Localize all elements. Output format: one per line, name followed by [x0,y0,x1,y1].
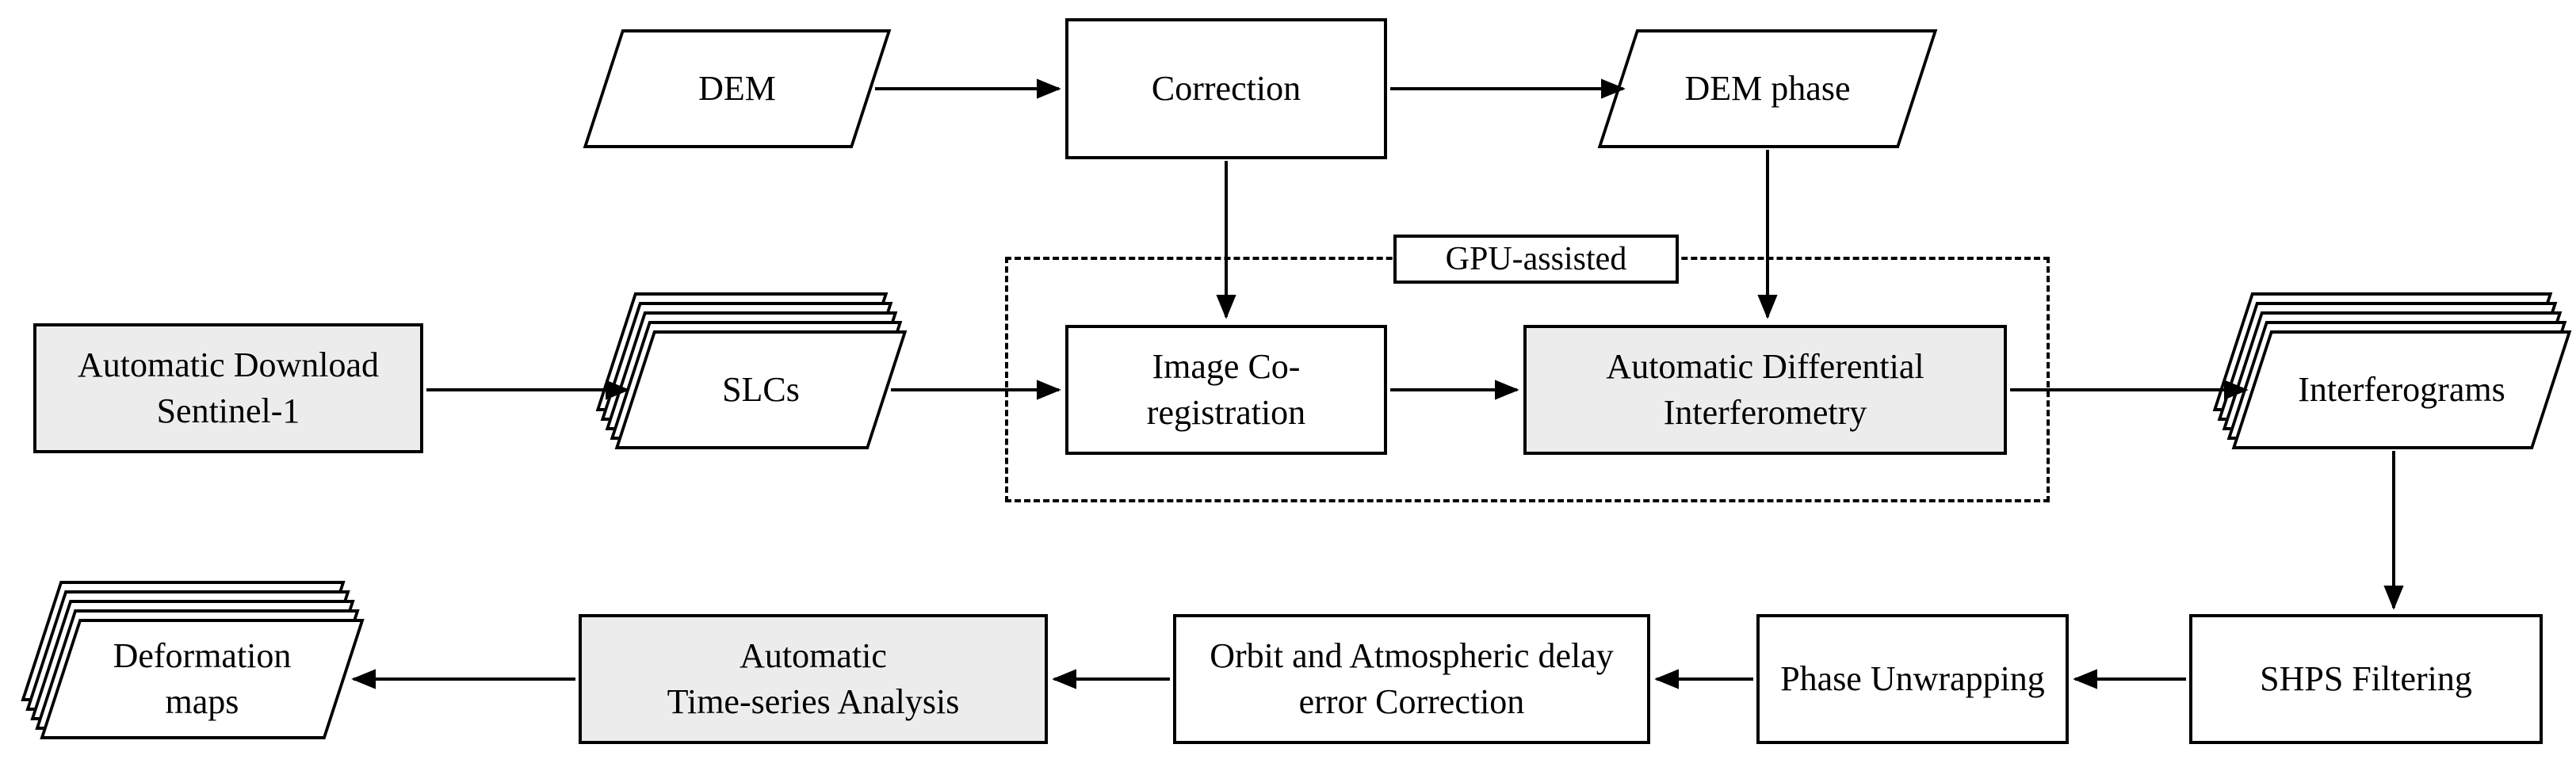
dem-phase-label: DEM phase [1684,68,1851,108]
node-dem-phase: DEM phase [1597,29,1938,148]
phase-unwrapping-rect-shape [1756,614,2069,744]
phase-unwrapping-label: Phase Unwrapping [1780,658,2045,698]
dem-label: DEM [698,68,776,108]
node-interferograms: Interferograms [2212,292,2572,449]
node-correction: Correction [1065,18,1387,159]
orbit-atmospheric-correction-rect-shape [1173,614,1650,744]
correction-rect-shape [1065,18,1387,159]
node-image-coregistration: Image Co- registration [1065,325,1387,455]
node-slcs: SLCs [595,292,908,449]
deformation-maps-label: Deformation maps [113,636,292,721]
shps-filtering-rect-shape [2189,614,2543,744]
automatic-time-series-analysis-rect-shape [579,614,1048,744]
node-orbit-atmospheric-correction: Orbit and Atmospheric delay error Correc… [1173,614,1650,744]
gpu-assisted-group-title: GPU-assisted [1393,235,1679,284]
correction-label: Correction [1151,68,1301,108]
node-deformation-maps: Deformation maps [21,581,365,739]
image-coregistration-rect-shape [1065,325,1387,455]
node-automatic-differential-interferometry: Automatic Differential Interferometry [1523,325,2007,455]
automatic-download-rect-shape [33,323,423,453]
node-dem: DEM [583,29,892,148]
slcs-label: SLCs [722,369,800,409]
node-automatic-time-series-analysis: Automatic Time-series Analysis [579,614,1048,744]
image-coregistration-label: Image Co- registration [1146,346,1306,432]
gpu-assisted-label: GPU-assisted [1445,241,1627,277]
orbit-atmospheric-correction-label: Orbit and Atmospheric delay error Correc… [1210,636,1614,721]
automatic-download-label: Automatic Download Sentinel-1 [77,345,380,430]
node-automatic-download: Automatic Download Sentinel-1 [33,323,423,453]
node-phase-unwrapping: Phase Unwrapping [1756,614,2069,744]
automatic-differential-interferometry-label: Automatic Differential Interferometry [1606,346,1924,432]
shps-filtering-label: SHPS Filtering [2260,658,2472,698]
interferograms-label: Interferograms [2298,369,2505,409]
automatic-time-series-analysis-label: Automatic Time-series Analysis [667,636,960,721]
node-shps-filtering: SHPS Filtering [2189,614,2543,744]
automatic-differential-interferometry-rect-shape [1523,325,2007,455]
